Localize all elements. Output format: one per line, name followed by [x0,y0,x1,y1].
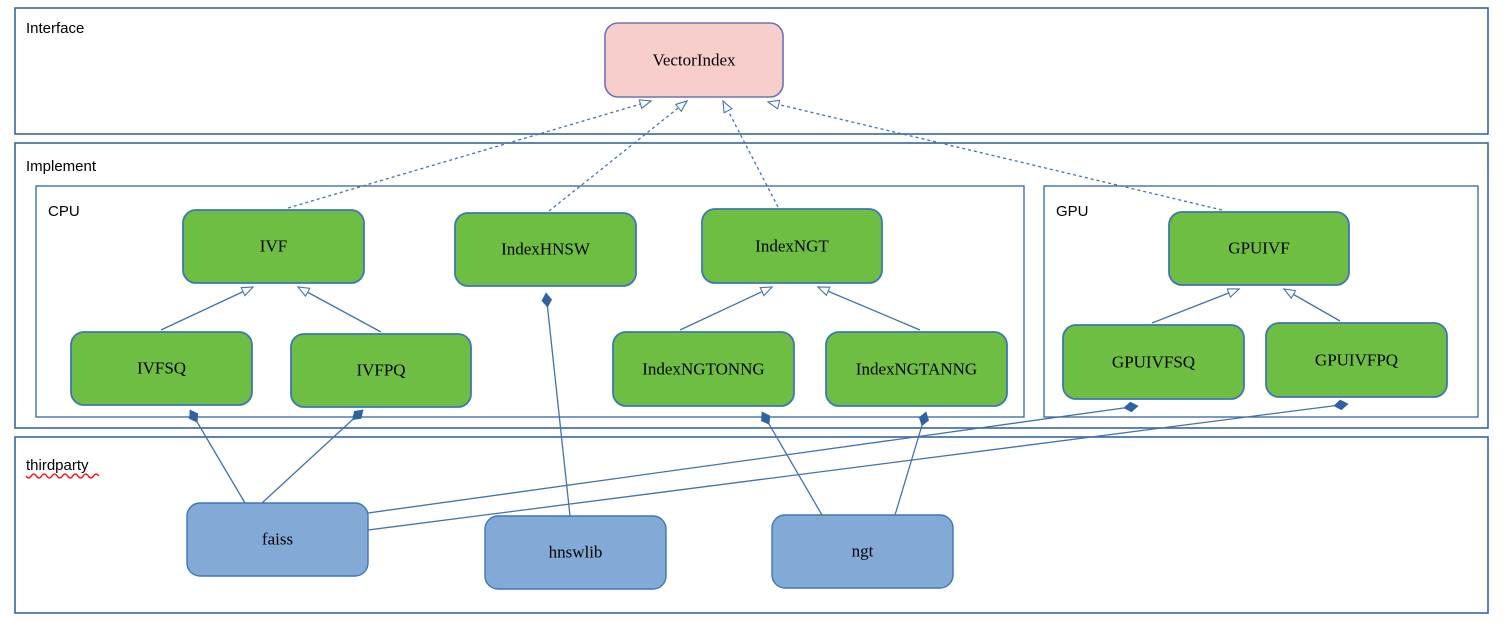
node-indexngtonng[interactable]: IndexNGTONNG [612,331,795,407]
node-label-ivfpq: IVFPQ [356,361,405,380]
edge-indexngtonng-to-indexngt [679,287,772,331]
edge-gpuivfsq-to-gpuivf [1151,289,1239,324]
node-label-indexngt: IndexNGT [755,237,829,256]
edge-group-inheritance [160,287,1341,333]
node-faiss[interactable]: faiss [186,502,369,577]
edge-hnswlib-to-indexhnsw [546,293,571,517]
edge-group-composition [190,293,1348,531]
node-label-ivf: IVF [260,237,287,256]
node-hnswlib[interactable]: hnswlib [484,515,667,590]
container-label-implement: Implement [26,158,97,175]
edge-ngt-to-indexngtonng [762,412,823,516]
edge-ngt-to-indexngtanng [894,412,926,516]
node-ivfpq[interactable]: IVFPQ [290,333,472,408]
node-indexngt[interactable]: IndexNGT [701,208,883,284]
node-label-gpuivfsq: GPUIVFSQ [1112,353,1195,372]
node-label-indexngtonng: IndexNGTONNG [642,360,764,379]
node-label-indexhnsw: IndexHNSW [501,240,591,259]
node-label-ivfsq: IVFSQ [137,359,186,378]
node-ivf[interactable]: IVF [182,209,365,284]
container-label-cpu: CPU [48,203,80,220]
container-label-interface: Interface [26,20,84,37]
node-ivfsq[interactable]: IVFSQ [70,331,253,406]
node-label-indexngtanng: IndexNGTANNG [856,360,977,379]
node-label-gpuivf: GPUIVF [1228,239,1289,258]
node-label-gpuivfpq: GPUIVFPQ [1315,351,1398,370]
edge-indexngtanng-to-indexngt [818,287,921,331]
edge-faiss-to-gpuivfpq [367,404,1348,531]
container-label-gpu: GPU [1056,203,1089,220]
node-label-ngt: ngt [852,542,874,561]
edge-faiss-to-gpuivfsq [367,406,1138,514]
edge-group-realization [287,101,1223,212]
node-gpuivf[interactable]: GPUIVF [1168,211,1350,286]
edge-gpuivfpq-to-gpuivf [1284,289,1341,322]
edge-faiss-to-ivfsq [190,410,246,504]
node-label-vectorindex: VectorIndex [652,51,736,70]
spellcheck-underline-icon [25,473,100,479]
edge-ivfsq-to-ivf [160,287,253,331]
edge-ivfpq-to-ivf [298,287,382,333]
node-indexhnsw[interactable]: IndexHNSW [454,212,637,287]
node-indexngtanng[interactable]: IndexNGTANNG [825,331,1008,407]
edge-faiss-to-ivfpq [261,409,364,504]
container-label-thirdparty: thirdparty [26,457,89,474]
node-label-faiss: faiss [262,530,293,549]
node-label-hnswlib: hnswlib [549,543,603,562]
edge-indexngt-to-vectorindex [723,101,779,208]
node-gpuivfpq[interactable]: GPUIVFPQ [1265,322,1448,398]
node-ngt[interactable]: ngt [771,514,954,589]
node-gpuivfsq[interactable]: GPUIVFSQ [1062,324,1245,400]
node-vectorindex[interactable]: VectorIndex [604,22,784,98]
